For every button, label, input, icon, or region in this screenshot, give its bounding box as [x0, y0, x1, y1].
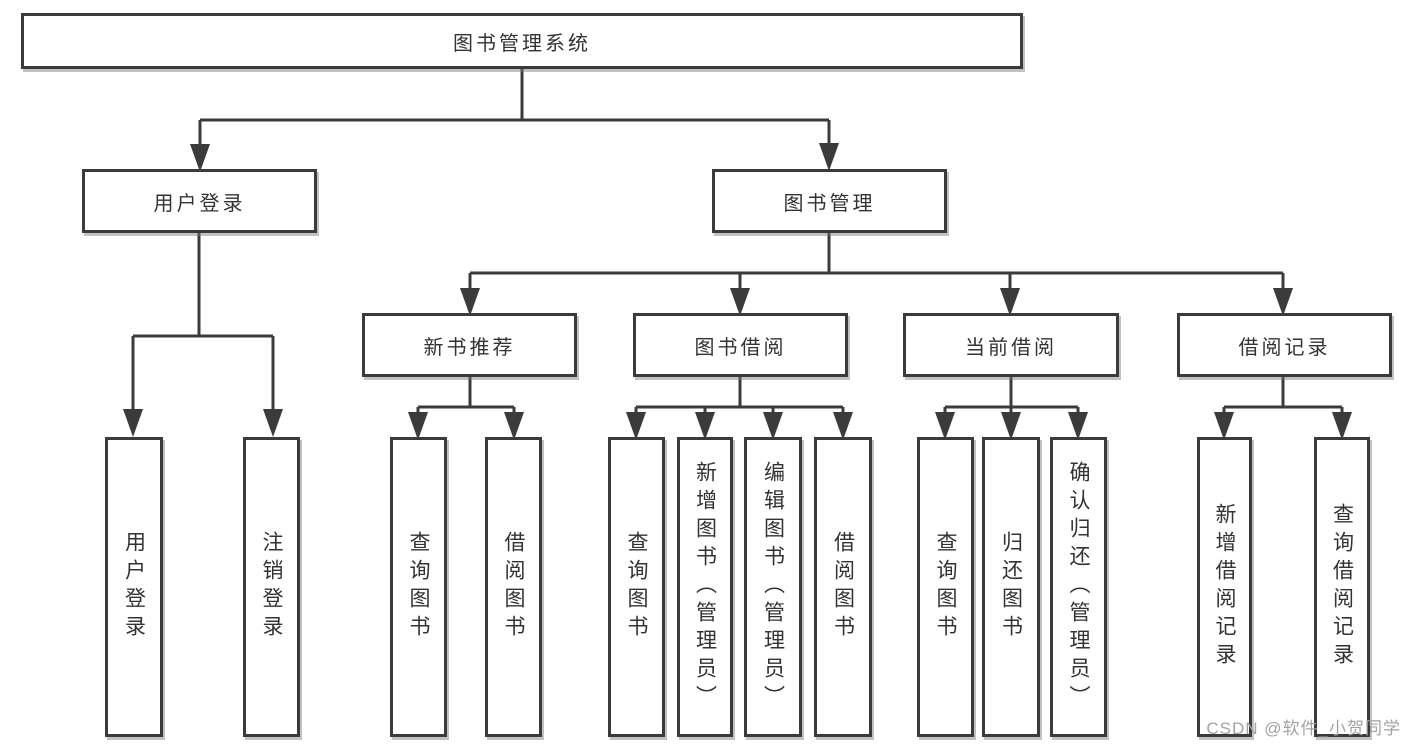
leaf-confirm-return-admin: 确认归还（管理员）: [1050, 437, 1107, 737]
leaf-query-books-current: 查询图书: [917, 437, 974, 737]
node-borrow-records: 借阅记录: [1177, 313, 1392, 377]
leaf-label: 归还图书: [999, 531, 1023, 643]
arrowhead: [833, 412, 853, 440]
arrowhead: [1000, 288, 1020, 316]
arrowhead: [935, 412, 955, 440]
leaf-borrow-books-borrow: 借阅图书: [814, 437, 872, 737]
leaf-label: 借阅图书: [831, 531, 855, 643]
arrowhead: [730, 288, 750, 316]
arrowhead: [1332, 412, 1352, 440]
arrowhead: [123, 409, 143, 437]
leaf-borrow-books-recommend: 借阅图书: [485, 437, 542, 737]
leaf-label: 用户登录: [122, 531, 146, 643]
leaf-label: 借阅图书: [502, 531, 525, 643]
node-user-login: 用户登录: [82, 169, 317, 233]
leaf-label: 查询图书: [934, 531, 957, 643]
connector-borrow-to-leaves: [634, 377, 845, 413]
connector-current-to-leaves: [943, 377, 1080, 413]
connector-root-to-level2: [198, 69, 831, 145]
leaf-label: 新增图书（管理员）: [693, 461, 717, 713]
node-book-borrow: 图书借阅: [633, 313, 848, 377]
connector-userlogin-to-leaves: [131, 233, 275, 410]
leaf-edit-book-admin: 编辑图书（管理员）: [744, 437, 802, 737]
node-new-book-recommend: 新书推荐: [362, 313, 577, 377]
leaf-label: 注销登录: [260, 531, 283, 643]
leaf-label: 编辑图书（管理员）: [761, 461, 785, 713]
leaf-add-borrow-record: 新增借阅记录: [1197, 437, 1252, 737]
csdn-watermark: CSDN @软件_小贺同学: [1206, 719, 1401, 738]
connector-recommend-to-leaves: [416, 377, 516, 413]
arrowhead: [1001, 412, 1021, 440]
arrowhead: [1214, 412, 1234, 440]
leaf-label: 查询图书: [407, 531, 430, 643]
leaf-return-book: 归还图书: [982, 437, 1040, 737]
leaf-label: 确认归还（管理员）: [1067, 461, 1090, 713]
node-root: 图书管理系统: [21, 13, 1023, 69]
leaf-query-books-borrow: 查询图书: [608, 437, 665, 737]
leaf-label: 查询图书: [625, 531, 648, 643]
arrowhead: [1273, 288, 1293, 316]
leaf-query-borrow-record: 查询借阅记录: [1314, 437, 1370, 737]
leaf-label: 查询借阅记录: [1330, 503, 1354, 671]
node-book-management: 图书管理: [712, 169, 947, 233]
arrowhead: [504, 412, 524, 440]
arrowhead: [263, 409, 283, 437]
arrowhead: [763, 412, 783, 440]
connector-management-to-level3: [468, 233, 1285, 289]
connector-records-to-leaves: [1222, 377, 1344, 413]
leaf-query-books-recommend: 查询图书: [390, 437, 447, 737]
leaf-logout: 注销登录: [243, 437, 300, 737]
arrowhead: [626, 412, 646, 440]
node-current-borrow: 当前借阅: [903, 313, 1119, 377]
arrowhead: [190, 144, 210, 172]
arrowhead: [695, 412, 715, 440]
arrowhead: [460, 288, 480, 316]
leaf-user-login: 用户登录: [105, 437, 163, 737]
arrowhead: [408, 412, 428, 440]
arrowhead: [819, 143, 839, 171]
leaf-label: 新增借阅记录: [1213, 503, 1236, 671]
leaf-add-book-admin: 新增图书（管理员）: [677, 437, 733, 737]
arrowhead: [1068, 412, 1088, 440]
